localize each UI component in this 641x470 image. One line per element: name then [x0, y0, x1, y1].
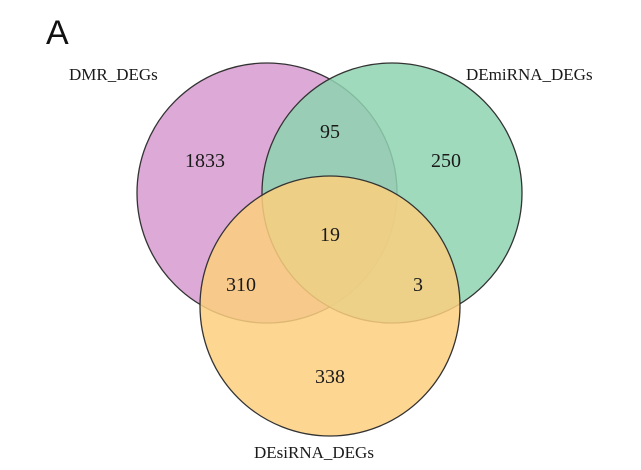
count-desirna-only: 338: [315, 366, 345, 388]
venn-circles: [136, 62, 523, 437]
count-demirna-only: 250: [431, 150, 461, 172]
panel-letter: A: [46, 14, 69, 52]
set-label-dmr-degs: DMR_DEGs: [69, 65, 158, 84]
count-all-three: 19: [320, 224, 340, 246]
set-circle-desirna-degs: [199, 175, 461, 437]
set-label-desirna-degs: DEsiRNA_DEGs: [254, 443, 374, 462]
count-dmr-desirna: 310: [226, 274, 256, 296]
count-demirna-desirna: 3: [413, 274, 423, 296]
count-dmr-only: 1833: [185, 150, 225, 172]
count-dmr-demirna: 95: [320, 121, 340, 143]
set-label-demirna-degs: DEmiRNA_DEGs: [466, 65, 593, 84]
